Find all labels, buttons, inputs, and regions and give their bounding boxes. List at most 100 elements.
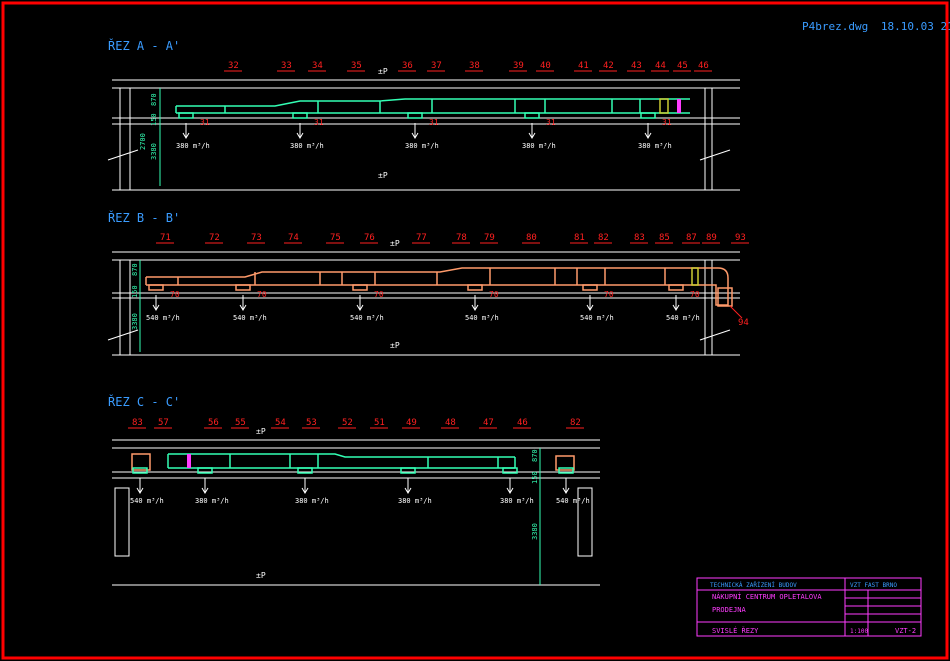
leader-label: 33 [281,61,292,71]
flow-rate: 380 m³/h [405,142,439,150]
section-a-title: ŘEZ A - A' [108,38,180,53]
leader-label: 56 [208,418,219,428]
arrow-head [152,304,160,311]
leader-label: 85 [659,233,670,243]
flow-rate: 380 m³/h [295,497,329,505]
leader-label: 82 [570,418,581,428]
leader-label: 51 [374,418,385,428]
flow-rate: 540 m³/h [233,314,267,322]
arrow-head [586,304,594,311]
section-b-level-top: ±P [390,239,400,248]
section-b-extra-label: 94 [738,318,749,328]
leader-label: 78 [456,233,467,243]
section-a-vdims: 870 150 2700 3380 [139,93,158,160]
leader-label: 42 [603,61,614,71]
outlet-label: 70 [604,290,614,299]
leader-label: 57 [158,418,169,428]
flow-rate: 380 m³/h [638,142,672,150]
arrow-head [562,487,570,494]
svg-text:150: 150 [150,113,158,126]
outlet-label: 70 [690,290,700,299]
leader-label: 93 [735,233,746,243]
tb-firm: VZT FAST BRNO [850,582,897,589]
leader-label: 53 [306,418,317,428]
filter-c [187,454,191,468]
leader-label: 48 [445,418,456,428]
tb-object: PRODEJNA [712,606,747,614]
arrow-head [301,487,309,494]
section-b: ŘEZ B - B' 540 m³/h 70 540 m³/h 70 540 m³/h 7… [107,210,749,356]
flow-rate: 540 m³/h [465,314,499,322]
svg-text:2700: 2700 [139,133,147,150]
arrow-head [296,132,304,139]
flow-rate: 380 m³/h [398,497,432,505]
outlet-label: 31 [200,118,210,127]
section-c-vdims: 870 150 3380 [531,449,539,540]
leader-label: 81 [574,233,585,243]
section-b-title: ŘEZ B - B' [108,210,180,225]
section-b-duct [145,267,733,307]
leader-label: 55 [235,418,246,428]
leader-label: 46 [698,61,709,71]
leader-label: 40 [540,61,551,71]
leader-label: 46 [517,418,528,428]
outlet-grille [292,112,308,119]
title-block: TECHNICKÁ ZAŘÍZENÍ BUDOV NÁKUPNÍ CENTRUM… [696,577,922,637]
leader-label: 32 [228,61,239,71]
svg-text:150: 150 [131,285,139,298]
outlet-grille [400,467,416,474]
arrow-head [201,487,209,494]
outlet-grille [558,467,574,474]
outlet-grille [668,284,684,291]
arrow-head [136,487,144,494]
flow-rate: 540 m³/h [350,314,384,322]
svg-text:3380: 3380 [531,523,539,540]
section-c-duct [167,453,516,469]
flow-rate: 380 m³/h [522,142,556,150]
leader-label: 83 [634,233,645,243]
leader-label: 36 [402,61,413,71]
arrow-head [471,304,479,311]
leader-label: 77 [416,233,427,243]
outlet-grille [235,284,251,291]
arrow-head [239,304,247,311]
section-a-structure [107,79,740,191]
damper-b [691,267,699,286]
leader-label: 37 [431,61,442,71]
svg-text:3380: 3380 [150,143,158,160]
tb-drawing-number: VZT-2 [895,627,916,635]
flow-rate: 380 m³/h [500,497,534,505]
leader-label: 71 [160,233,171,243]
outlet-label: 70 [257,290,267,299]
section-c-level-bottom: ±P [256,571,266,580]
flow-rate: 380 m³/h [176,142,210,150]
tb-drawing-title: SVISLÉ ŘEZY [712,626,759,635]
outlet-grille [640,112,656,119]
svg-text:870: 870 [150,93,158,106]
section-a-duct [175,98,690,114]
leader-label: 44 [655,61,666,71]
flow-rate: 540 m³/h [146,314,180,322]
svg-text:150: 150 [531,471,539,484]
section-b-structure [107,251,740,356]
svg-text:870: 870 [131,263,139,276]
outlet-grille [148,284,164,291]
tb-company: TECHNICKÁ ZAŘÍZENÍ BUDOV [710,581,797,589]
outlet-grille [502,467,518,474]
outlet-grille [197,467,213,474]
arrow-head [672,304,680,311]
arrow-head [356,304,364,311]
section-c-level-top: ±P [256,427,266,436]
section-c-title: ŘEZ C - C' [108,394,180,409]
leader-label: 76 [364,233,375,243]
